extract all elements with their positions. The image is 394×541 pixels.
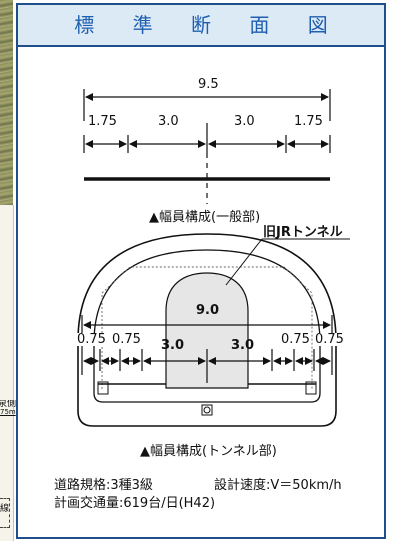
drain-box-right	[305, 381, 317, 395]
general-width-label-4: 1.75	[294, 114, 323, 129]
tunnel-section-caption: ▲幅員構成(トンネル部)	[140, 444, 277, 459]
left-fragment-label-1: 泉側)	[0, 400, 16, 409]
general-section-dimensions	[83, 89, 331, 153]
tunnel-total-width-label: 9.0	[196, 303, 220, 318]
road-standard-note: 道路規格:3種3級	[54, 478, 153, 493]
general-section-caption: ▲幅員構成(一般部)	[149, 210, 261, 225]
left-photo-strip	[0, 0, 13, 205]
old-jr-tunnel-callout: 旧JRトンネル	[263, 225, 343, 240]
general-width-label-2: 3.0	[158, 114, 179, 129]
tunnel-inner-lining	[93, 249, 321, 403]
tunnel-width-label-4: 3.0	[231, 338, 255, 353]
left-panel-fragment	[0, 205, 14, 541]
general-total-width-label: 9.5	[198, 77, 219, 92]
cross-section-drawing	[77, 89, 350, 427]
tunnel-width-label-6: 0.75	[314, 332, 345, 347]
old-jr-tunnel-callout-line	[225, 238, 263, 286]
tunnel-width-label-3: 3.0	[161, 338, 185, 353]
center-drain	[201, 404, 213, 416]
tunnel-width-label-1: 0.75	[76, 332, 107, 347]
left-fragment-label-2: 75m	[0, 408, 16, 416]
standard-cross-section-panel: 標 準 断 面 図	[16, 3, 386, 539]
general-width-label-3: 3.0	[234, 114, 255, 129]
tunnel-width-label-5: 0.75	[280, 332, 311, 347]
drain-box-left	[97, 381, 109, 395]
tunnel-dotted-clearance	[101, 266, 313, 389]
tunnel-width-label-2: 0.75	[111, 332, 142, 347]
panel-title: 標 準 断 面 図	[18, 5, 384, 47]
planned-traffic-note: 計画交通量:619台/日(H42)	[54, 496, 216, 511]
design-speed-note: 設計速度:V＝50km/h	[214, 478, 342, 493]
general-width-label-1: 1.75	[88, 114, 117, 129]
left-dashed-box	[0, 498, 10, 528]
center-drain-pipe	[203, 406, 211, 414]
left-fragment-label-3: 線	[0, 504, 10, 514]
